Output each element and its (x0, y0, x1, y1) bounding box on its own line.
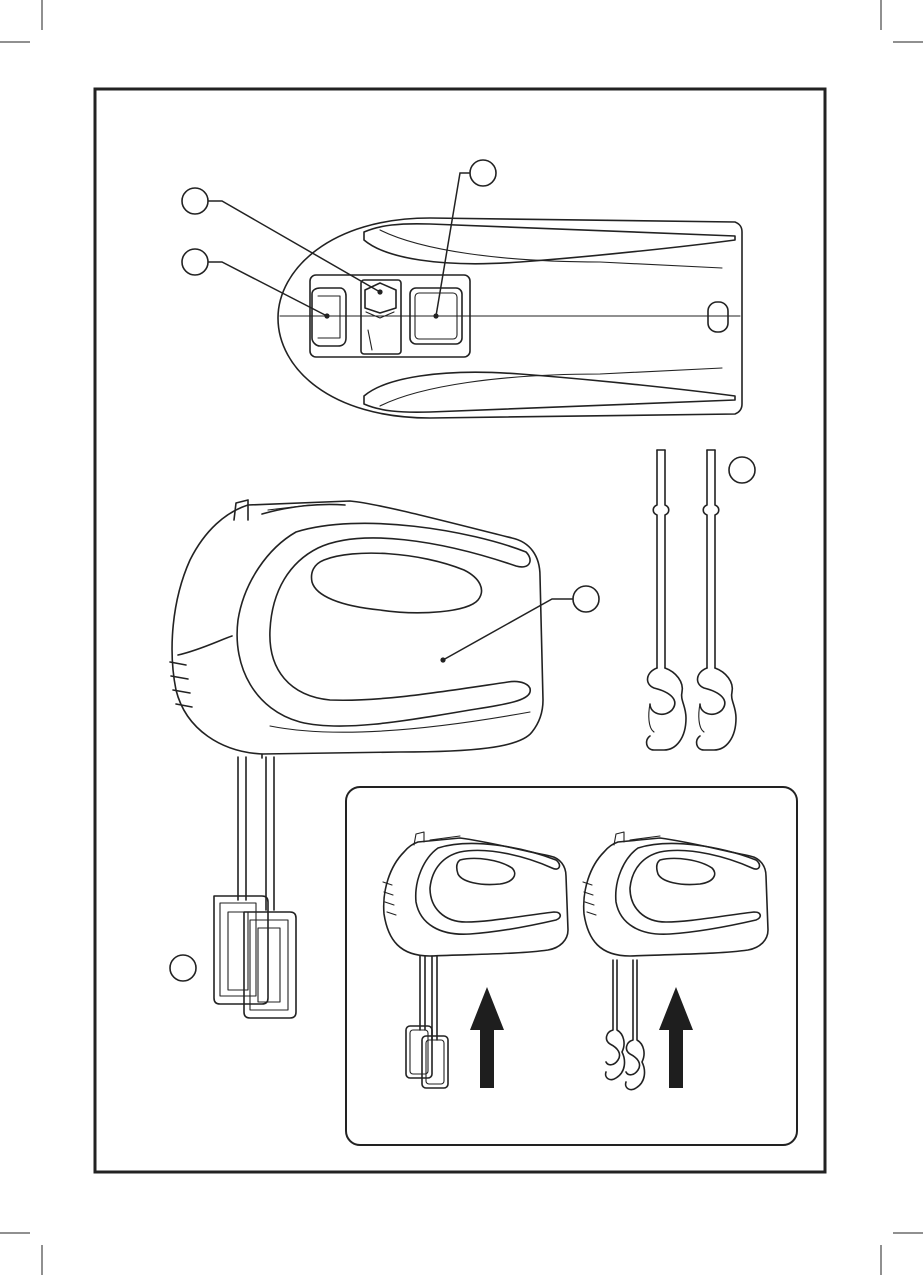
callout-speed-switch (182, 188, 383, 295)
insertion-inset (346, 787, 797, 1145)
callout-beaters (170, 955, 196, 981)
callout-turbo-button (433, 160, 496, 319)
beaters-attached (214, 757, 296, 1018)
mixer-top-view (278, 218, 742, 418)
inset-mixer-beaters (383, 832, 568, 1088)
insert-arrow-up-icon (659, 987, 693, 1088)
callout-eject-button (182, 249, 330, 319)
insert-arrow-up-icon (470, 987, 504, 1088)
dough-hooks (647, 450, 736, 750)
mixer-side-view (170, 500, 543, 758)
callout-dough-hooks (729, 457, 755, 483)
callout-motor-body (443, 586, 599, 660)
